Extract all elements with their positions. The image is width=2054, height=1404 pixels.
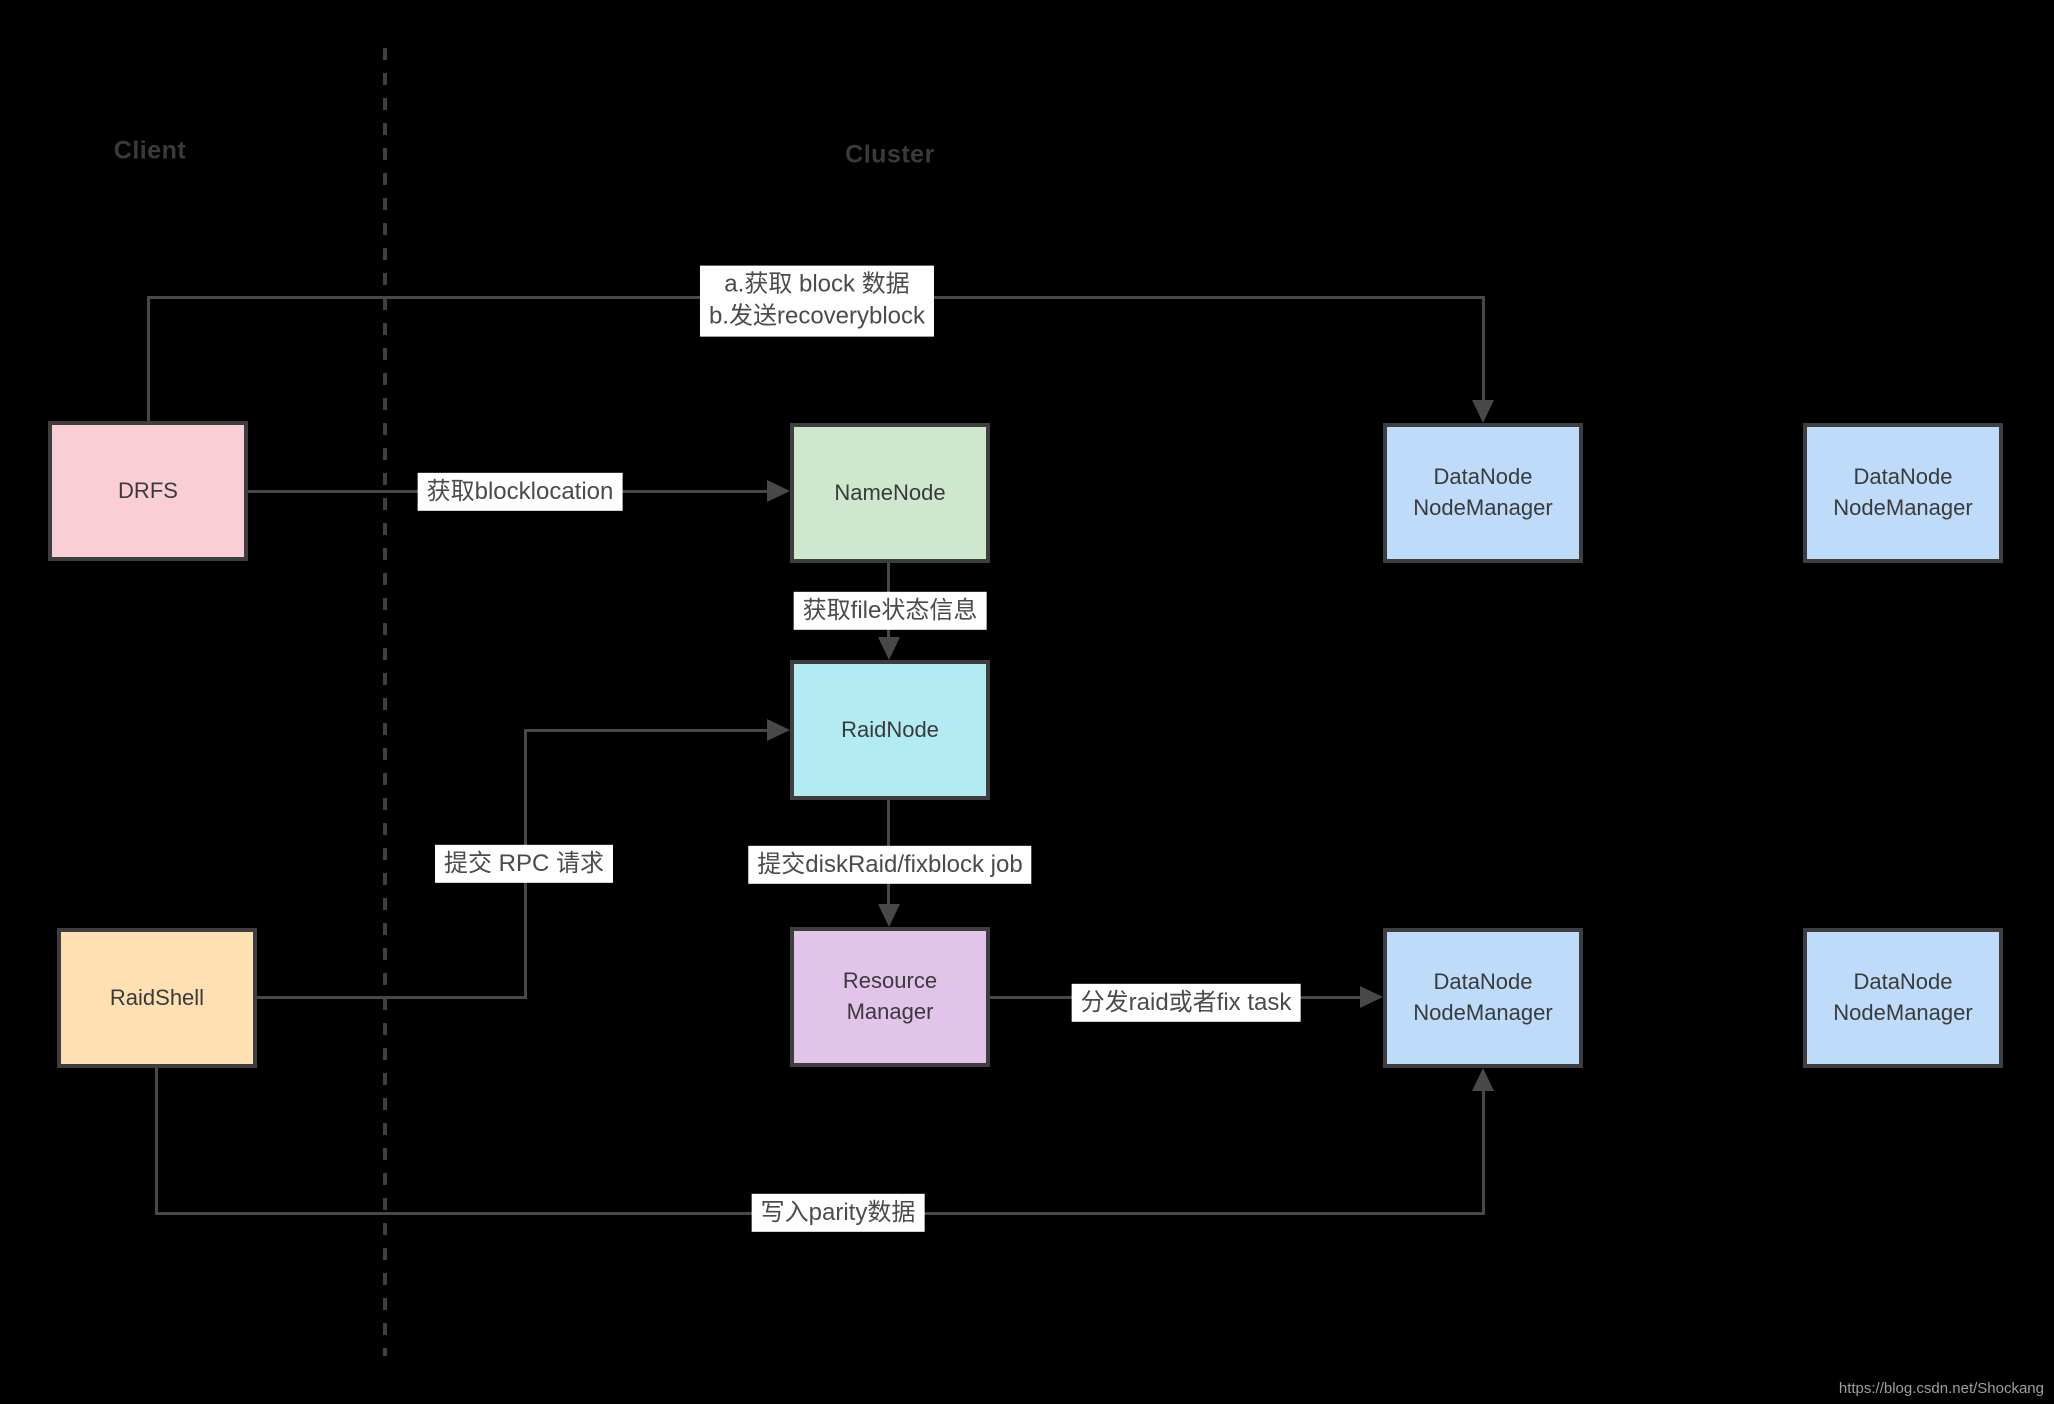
arrowhead-right-icon [767, 480, 790, 502]
arrowhead-up-icon [1472, 1068, 1494, 1091]
edge-label-write-parity: 写入parity数据 [751, 1193, 925, 1233]
arrowhead-right-icon [1360, 986, 1383, 1008]
edge-label-fetch-block-line1: a.获取 block 数据 [724, 270, 910, 298]
connector-segment [155, 1068, 158, 1215]
edge-label-dispatch-task: 分发raid或者fix task [1071, 983, 1301, 1023]
node-datanode-bottom-right: DataNode NodeManager [1803, 928, 2003, 1068]
connector-segment [1482, 1091, 1485, 1215]
connector-segment [1482, 296, 1485, 402]
arrowhead-right-icon [767, 719, 790, 741]
node-drfs: DRFS [48, 421, 248, 561]
node-datanode-top-mid: DataNode NodeManager [1383, 423, 1583, 563]
connector-segment [147, 297, 150, 421]
edge-label-get-blocklocation: 获取blocklocation [417, 472, 623, 512]
node-resource-manager: Resource Manager [790, 927, 990, 1067]
edge-label-fetch-block-line2: b.发送recoveryblock [708, 303, 926, 330]
connector-segment [524, 729, 768, 732]
node-raidnode: RaidNode [790, 660, 990, 800]
lane-label-client: Client [113, 136, 187, 165]
arrowhead-down-icon [878, 904, 900, 927]
node-namenode: NameNode [790, 423, 990, 563]
arrowhead-down-icon [1472, 400, 1494, 423]
edge-label-get-file-status: 获取file状态信息 [793, 591, 987, 631]
edge-label-submit-rpc: 提交 RPC 请求 [434, 844, 614, 884]
connector-segment [257, 996, 527, 999]
lane-divider [383, 48, 387, 1356]
lane-label-cluster: Cluster [845, 140, 935, 169]
arrowhead-down-icon [878, 637, 900, 660]
node-datanode-top-right: DataNode NodeManager [1803, 423, 2003, 563]
watermark-url: https://blog.csdn.net/Shockang [1838, 1380, 2044, 1397]
node-raidshell: RaidShell [57, 928, 257, 1068]
edge-label-fetch-block: a.获取 block 数据 b.发送recoveryblock [699, 265, 935, 337]
node-datanode-bottom-mid: DataNode NodeManager [1383, 928, 1583, 1068]
edge-label-submit-job: 提交diskRaid/fixblock job [748, 845, 1032, 885]
